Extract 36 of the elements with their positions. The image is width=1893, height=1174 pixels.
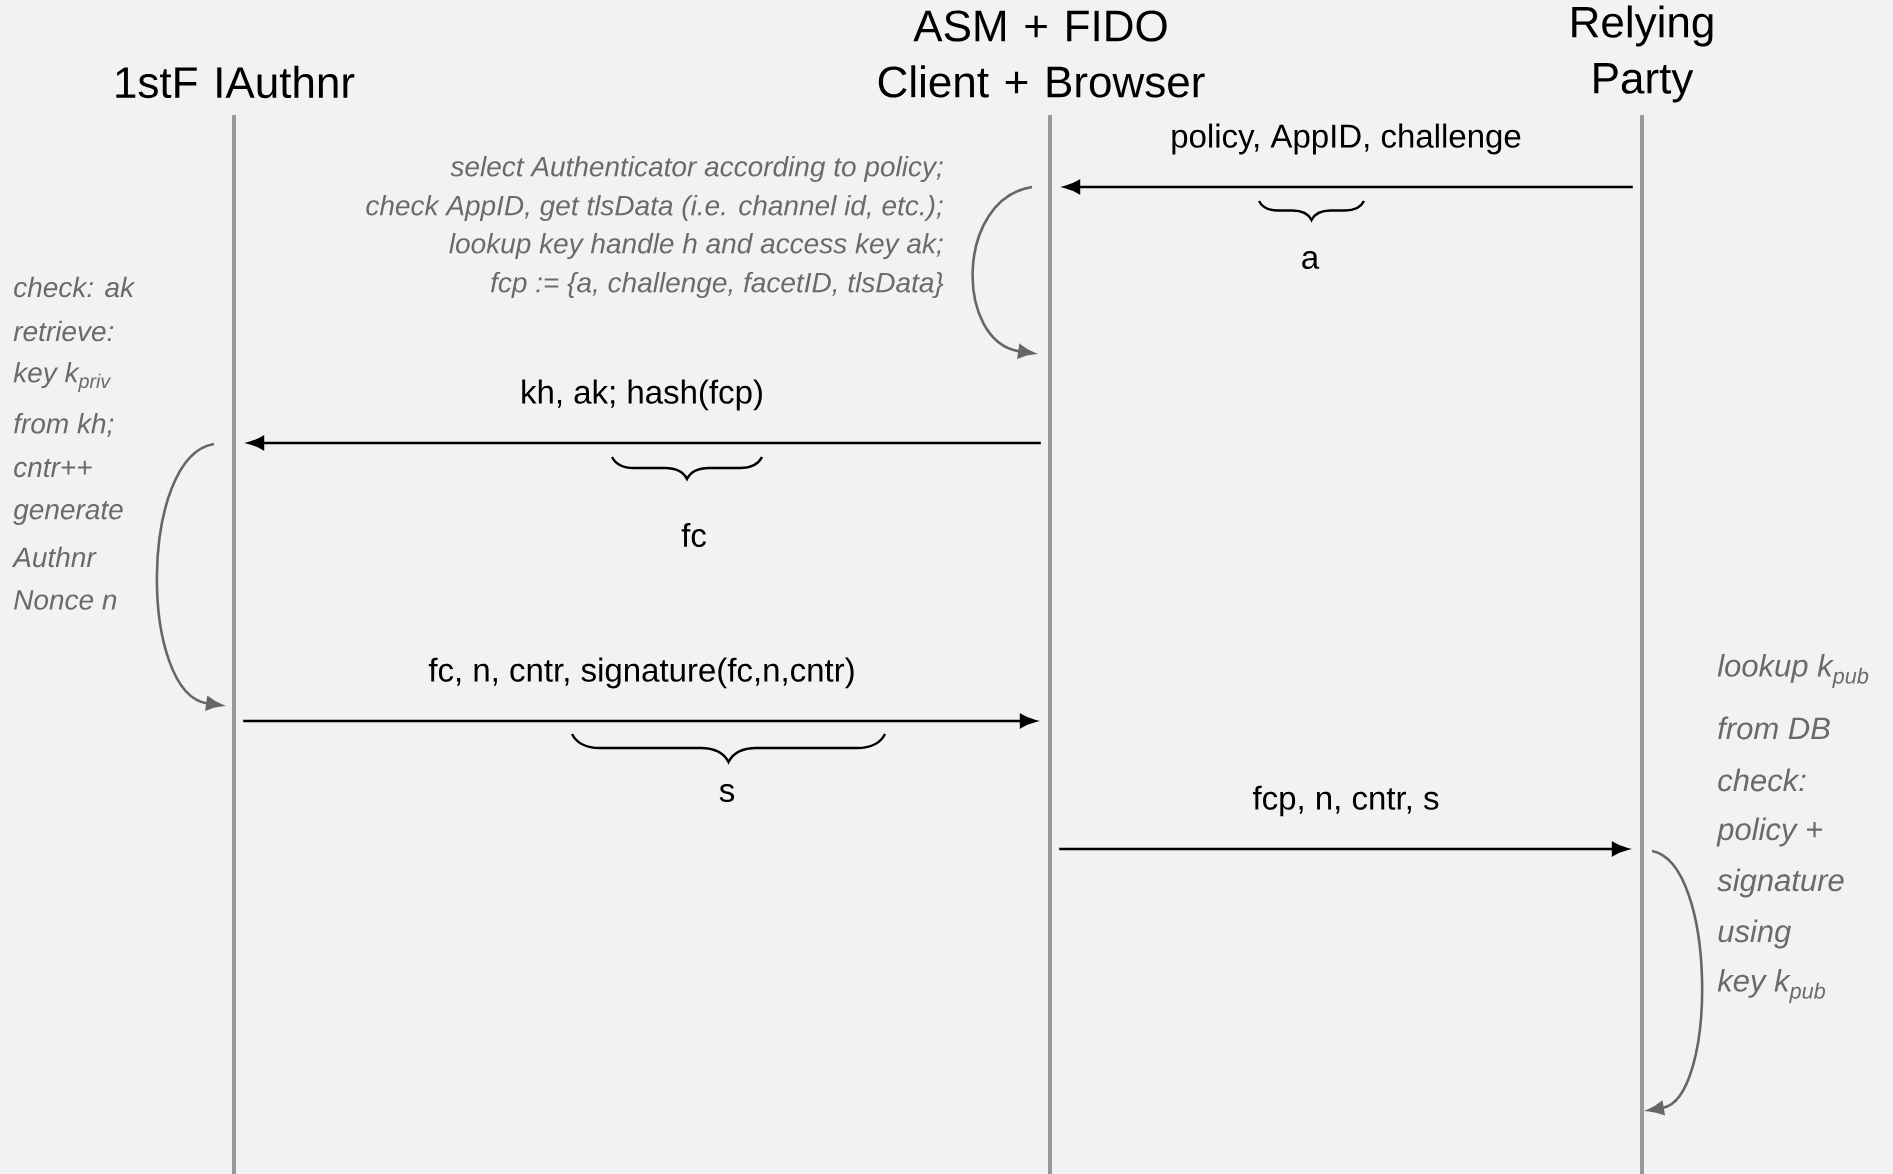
- note-text: lookup key handle h and access key ak;: [449, 232, 943, 260]
- note-text: cntr++: [14, 458, 92, 478]
- participant-label: 1stF IAuthnr: [116, 65, 355, 99]
- note-text: retrieve:: [13, 320, 114, 342]
- arrow: [243, 714, 1037, 728]
- arrow: [247, 436, 1041, 450]
- self-arrow: [971, 185, 1035, 359]
- edge-label: policy, AppID, challenge: [1168, 121, 1524, 157]
- edge-label: fc, n, cntr, signature(fc,n,cntr): [426, 655, 858, 691]
- self-arrow: [155, 442, 223, 711]
- note-text: fcp := {a, challenge, facetID, tlsData}: [491, 271, 944, 299]
- note-text: key k$_{priv}$: [13, 362, 112, 392]
- note-text: key k$_{pub}$: [1717, 968, 1826, 1004]
- note-text: check AppID, get tlsData (i.e. channel id, etc.);: [366, 194, 943, 222]
- note-text: signature: [1717, 868, 1844, 898]
- note-text: using: [1718, 919, 1792, 949]
- lifeline: [1640, 115, 1644, 1174]
- lifeline: [232, 115, 236, 1174]
- note-text: from DB: [1718, 716, 1830, 740]
- note-text: Authnr: [11, 546, 97, 568]
- note-text: check:: [1718, 768, 1806, 792]
- brace-label: s: [719, 784, 735, 802]
- self-arrow: [1647, 849, 1704, 1115]
- edge-label: fcp, n, cntr, s: [1250, 783, 1442, 819]
- participant-label: ASM + FIDO Client + Browser: [878, 10, 1205, 98]
- note-text: generate: [13, 501, 123, 525]
- lifeline: [1048, 115, 1052, 1174]
- edge-label: kh, ak; hash(fcp): [518, 377, 766, 413]
- brace-label: fc: [681, 522, 706, 548]
- brace-label: a: [1302, 250, 1320, 270]
- note-text: Nonce n: [14, 590, 117, 610]
- note-text: from kh;: [14, 413, 114, 437]
- arrow: [1059, 842, 1629, 856]
- note-text: policy +: [1716, 817, 1823, 847]
- arrow: [1063, 180, 1633, 194]
- participant-label: Relying Party: [1572, 5, 1713, 103]
